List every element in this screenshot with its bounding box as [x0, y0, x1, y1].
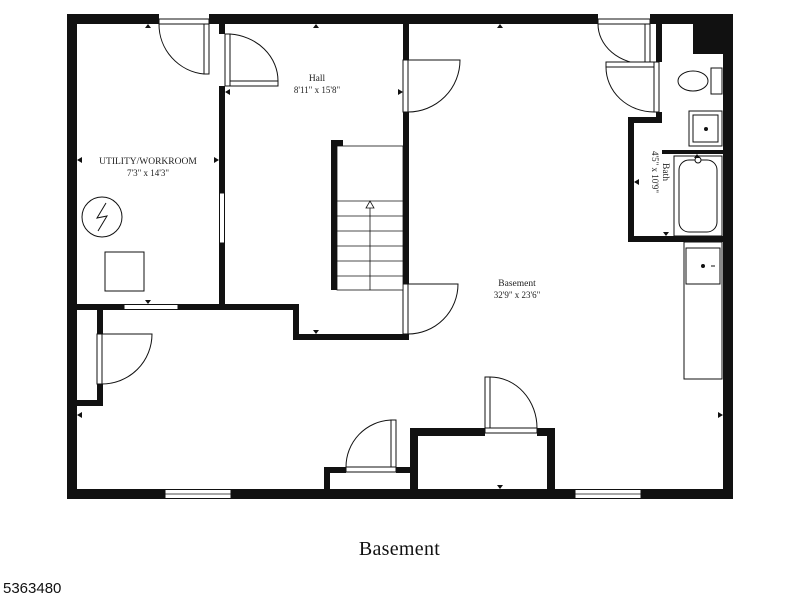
windows [123, 192, 642, 499]
wall-bath-top [628, 117, 662, 123]
wall-hall-bottom [293, 334, 409, 340]
stairs-icon [336, 145, 404, 291]
bathtub-icon [673, 155, 723, 237]
wall-storage-a-left [324, 467, 330, 493]
door-icon [484, 376, 538, 434]
wall-hall-right [403, 24, 409, 340]
exterior-walls [67, 14, 733, 499]
room-name-hall: Hall [309, 74, 326, 84]
wall-bath-left [628, 117, 634, 242]
wall-storage-b-top [410, 428, 555, 436]
floor-title: Basement [358, 538, 441, 560]
wall-storage-b-left [410, 428, 418, 493]
wall-storage-b-right [547, 428, 555, 493]
room-name-bath: Bath [660, 163, 670, 181]
dimension-markers [77, 24, 723, 489]
sink-icon [688, 110, 723, 147]
wall-corner-block [693, 14, 733, 54]
room-name-basement: Basement [498, 279, 536, 289]
room-dims-basement: 32'9" x 23'6" [494, 290, 541, 300]
room-dims-hall: 8'11" x 15'8" [294, 85, 341, 95]
interior-walls [77, 24, 723, 493]
listing-id: 5363480 [3, 580, 62, 597]
wall-bottom [67, 489, 733, 499]
wall-left [67, 14, 77, 499]
door-icon [224, 33, 279, 87]
furnace-icon [104, 251, 145, 292]
door-icon [158, 18, 210, 75]
water-heater-icon [81, 196, 123, 238]
room-dims-bath: 4'5" x 10'9" [650, 151, 660, 193]
wall-hall-notch-left [293, 304, 299, 340]
door-icon [597, 18, 651, 65]
wall-utility-bottom [77, 304, 299, 310]
wall-right [723, 14, 733, 499]
wall-top [67, 14, 733, 24]
wall-utility-hall [219, 24, 225, 308]
door-icon [96, 333, 153, 385]
toilet-icon [677, 67, 723, 95]
wall-bath-tub-divider [662, 150, 723, 154]
sink-icon [683, 241, 723, 380]
window-icon [123, 304, 179, 310]
wall-stair-left [331, 140, 337, 290]
wall-stair-top [331, 140, 343, 146]
wall-closet-left-bottom [77, 400, 103, 406]
door-icon [605, 61, 660, 113]
doors [96, 13, 663, 474]
door-icon [402, 283, 459, 335]
room-name-utility: UTILITY/WORKROOM [99, 157, 197, 167]
room-dims-utility: 7'3" x 14'3" [127, 168, 169, 178]
door-icon [345, 419, 397, 473]
wall-bath-bottom [628, 236, 723, 242]
window-icon [219, 192, 225, 244]
door-icon [402, 59, 461, 113]
